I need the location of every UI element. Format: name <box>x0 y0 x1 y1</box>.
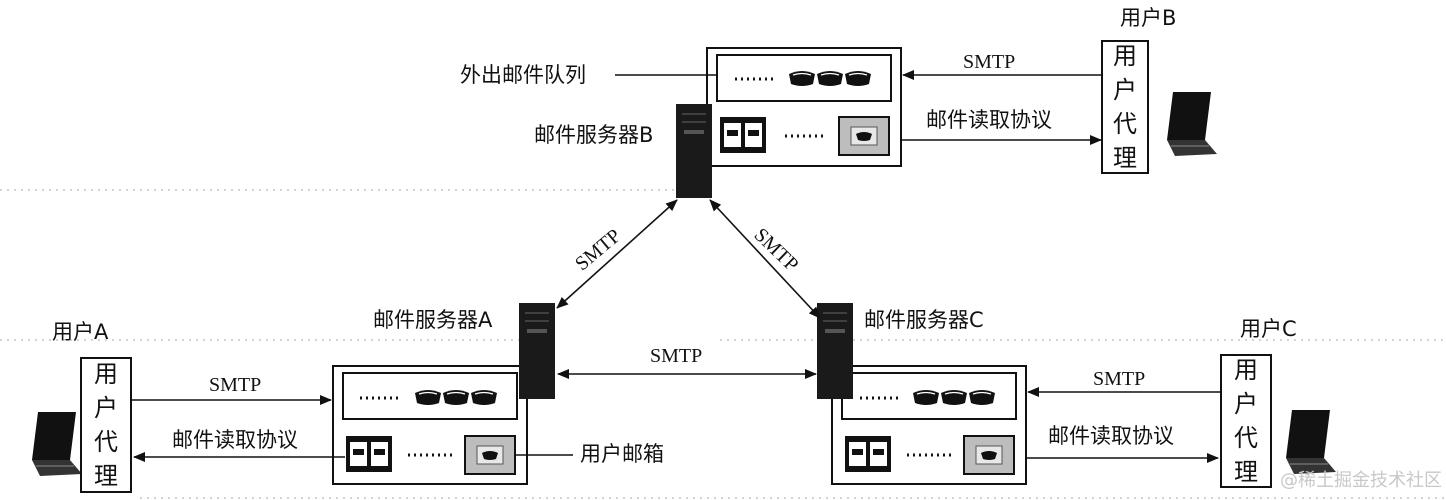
smtp-label: SMTP <box>650 345 703 367</box>
envelope-icon <box>470 389 498 406</box>
user-a-label: 用户A <box>52 320 109 344</box>
envelope-icon <box>788 70 816 87</box>
read-protocol-label: 邮件读取协议 <box>926 108 1052 132</box>
server-a-panel <box>332 365 528 485</box>
envelope-icon <box>844 70 872 87</box>
server-b-tower-icon <box>676 104 712 198</box>
mailbox-icon <box>346 436 392 472</box>
user-agent-c: 用 户 代 理 <box>1220 354 1272 488</box>
outgoing-queue-label: 外出邮件队列 <box>460 63 586 87</box>
user-agent-b: 用 户 代 理 <box>1101 40 1149 174</box>
server-a-label: 邮件服务器A <box>373 308 493 332</box>
agent-char: 用 <box>1234 356 1258 384</box>
agent-char: 代 <box>94 428 118 456</box>
envelope-icon <box>442 389 470 406</box>
mailbox-icon <box>838 116 890 156</box>
watermark: @稀土掘金技术社区 <box>1280 470 1442 491</box>
agent-char: 代 <box>1113 110 1137 138</box>
agent-char: 理 <box>1234 458 1258 486</box>
read-protocol-label: 邮件读取协议 <box>1048 424 1174 448</box>
server-c-label: 邮件服务器C <box>864 308 984 332</box>
mailbox-label: 用户邮箱 <box>580 442 664 466</box>
envelope-icon <box>940 389 968 406</box>
user-agent-a: 用 户 代 理 <box>80 357 132 493</box>
envelope-icon <box>816 70 844 87</box>
agent-char: 户 <box>1234 390 1258 418</box>
server-b-label: 邮件服务器B <box>534 123 654 147</box>
agent-char: 用 <box>1113 42 1137 70</box>
mailbox-icon <box>464 435 516 475</box>
server-a-tower-icon <box>519 303 555 399</box>
read-protocol-label: 邮件读取协议 <box>172 428 298 452</box>
agent-char: 户 <box>1113 76 1137 104</box>
envelope-icon <box>414 389 442 406</box>
mailbox-icon <box>720 117 766 153</box>
agent-char: 理 <box>1113 144 1137 172</box>
envelope-icon <box>968 389 996 406</box>
smtp-label: SMTP <box>1093 368 1146 390</box>
smtp-label: SMTP <box>963 51 1016 73</box>
smtp-arrow-b-a <box>556 199 678 309</box>
agent-char: 代 <box>1234 424 1258 452</box>
user-c-label: 用户C <box>1240 317 1297 341</box>
mailbox-icon <box>963 435 1015 475</box>
mailbox-icon <box>845 436 891 472</box>
server-c-panel <box>831 365 1027 485</box>
agent-char: 户 <box>94 394 118 422</box>
computer-icon-user-a <box>32 412 82 476</box>
smtp-arrow-b-c <box>709 199 821 319</box>
computer-icon-user-b <box>1167 92 1217 156</box>
envelope-icon <box>912 389 940 406</box>
smtp-label: SMTP <box>209 374 262 396</box>
computer-icon-user-c <box>1286 410 1336 474</box>
agent-char: 理 <box>94 462 118 490</box>
server-c-tower-icon <box>817 303 853 399</box>
user-b-label: 用户B <box>1120 6 1177 30</box>
server-b-panel <box>706 47 902 167</box>
agent-char: 用 <box>94 360 118 388</box>
